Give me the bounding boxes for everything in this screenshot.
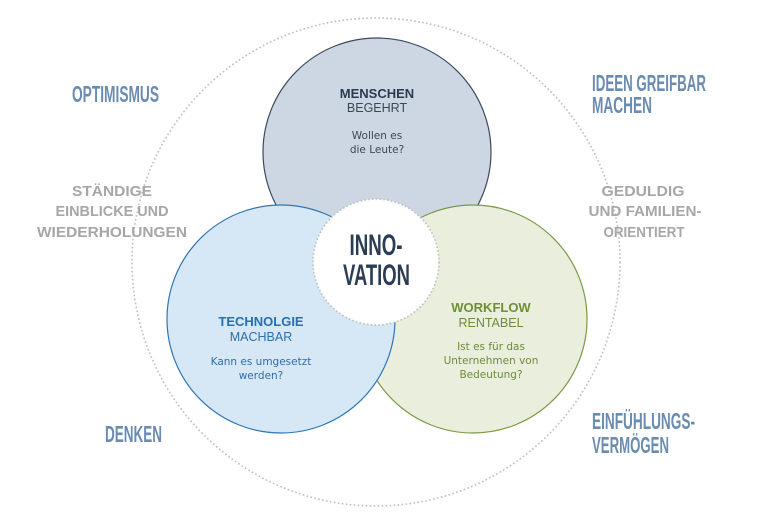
technology-title: TECHNOLGIE bbox=[218, 314, 304, 329]
label-patient-line-3: ORIENTIERT bbox=[604, 224, 685, 241]
technology-subtitle: MACHBAR bbox=[230, 330, 293, 344]
people-circle-text: MENSCHEN BEGEHRT Wollen es die Leute? bbox=[340, 86, 414, 156]
label-patient-line-1: GEDULDIG bbox=[602, 183, 685, 200]
technology-question-line-2: werden? bbox=[239, 370, 284, 382]
label-empathy: EINFÜHLUNGS- VERMÖGEN bbox=[592, 408, 695, 458]
workflow-circle-text: WORKFLOW RENTABEL Ist es für das Unterne… bbox=[444, 300, 539, 381]
outer-dotted-ring bbox=[131, 17, 621, 507]
label-patient-line-2: UND FAMILIEN- bbox=[589, 203, 702, 220]
people-question-line-2: die Leute? bbox=[350, 144, 404, 156]
people-title: MENSCHEN bbox=[340, 86, 414, 101]
technology-circle-text: TECHNOLGIE MACHBAR Kann es umgesetzt wer… bbox=[211, 314, 312, 382]
label-thinking: DENKEN bbox=[105, 421, 162, 447]
label-insights-line-1: STÄNDIGE bbox=[72, 183, 152, 200]
people-subtitle: BEGEHRT bbox=[347, 101, 408, 115]
technology-question-line-1: Kann es umgesetzt bbox=[211, 356, 312, 368]
people-question-line-1: Wollen es bbox=[352, 130, 402, 142]
label-tangible-ideas: IDEEN GREIFBAR MACHEN bbox=[592, 70, 706, 118]
innovation-center-circle bbox=[312, 198, 440, 326]
label-insights-iterations: STÄNDIGE EINBLICKE UND WIEDERHOLUNGEN bbox=[37, 183, 187, 241]
innovation-title-line-2: VATION bbox=[343, 259, 410, 292]
workflow-title: WORKFLOW bbox=[451, 300, 531, 315]
label-tangible-line-2: MACHEN bbox=[592, 92, 652, 118]
label-patient-family: GEDULDIG UND FAMILIEN- ORIENTIERT bbox=[589, 183, 702, 241]
label-tangible-line-1: IDEEN GREIFBAR bbox=[592, 70, 706, 96]
workflow-question-line-2: Unternehmen von bbox=[444, 355, 539, 367]
workflow-question-line-1: Ist es für das bbox=[457, 341, 525, 353]
label-insights-line-2: EINBLICKE UND bbox=[56, 203, 169, 220]
innovation-title: INNO- VATION bbox=[343, 229, 410, 292]
label-empathy-line-2: VERMÖGEN bbox=[592, 432, 669, 458]
label-insights-line-3: WIEDERHOLUNGEN bbox=[37, 224, 187, 241]
workflow-subtitle: RENTABEL bbox=[458, 316, 523, 330]
innovation-title-line-1: INNO- bbox=[350, 229, 403, 262]
label-empathy-line-1: EINFÜHLUNGS- bbox=[592, 408, 695, 434]
workflow-question-line-3: Bedeutung? bbox=[459, 369, 522, 381]
people-circle bbox=[263, 38, 491, 266]
label-optimism: OPTIMISMUS bbox=[72, 81, 159, 107]
